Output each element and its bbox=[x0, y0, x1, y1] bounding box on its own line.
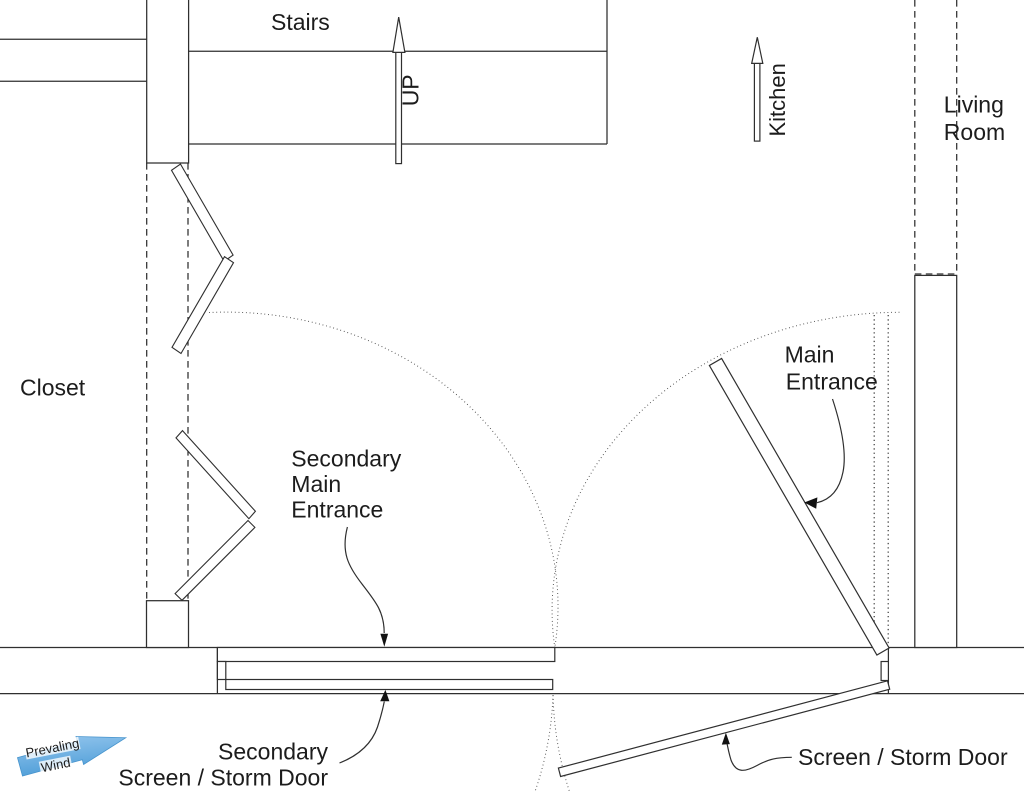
svg-text:Secondary: Secondary bbox=[291, 445, 401, 471]
svg-text:Screen / Storm Door: Screen / Storm Door bbox=[798, 744, 1008, 770]
svg-text:Main: Main bbox=[291, 471, 341, 497]
svg-text:Closet: Closet bbox=[20, 375, 86, 401]
svg-text:Entrance: Entrance bbox=[786, 369, 878, 395]
svg-text:UP: UP bbox=[398, 74, 424, 106]
svg-text:Kitchen: Kitchen bbox=[765, 63, 790, 136]
svg-text:Main: Main bbox=[785, 342, 835, 368]
svg-text:Entrance: Entrance bbox=[291, 496, 383, 522]
svg-text:Stairs: Stairs bbox=[271, 9, 330, 35]
svg-text:Secondary: Secondary bbox=[218, 739, 328, 765]
svg-text:Living: Living bbox=[944, 91, 1004, 117]
svg-text:Screen / Storm Door: Screen / Storm Door bbox=[118, 765, 328, 791]
svg-text:Wind: Wind bbox=[40, 755, 72, 775]
svg-text:Room: Room bbox=[944, 119, 1005, 145]
